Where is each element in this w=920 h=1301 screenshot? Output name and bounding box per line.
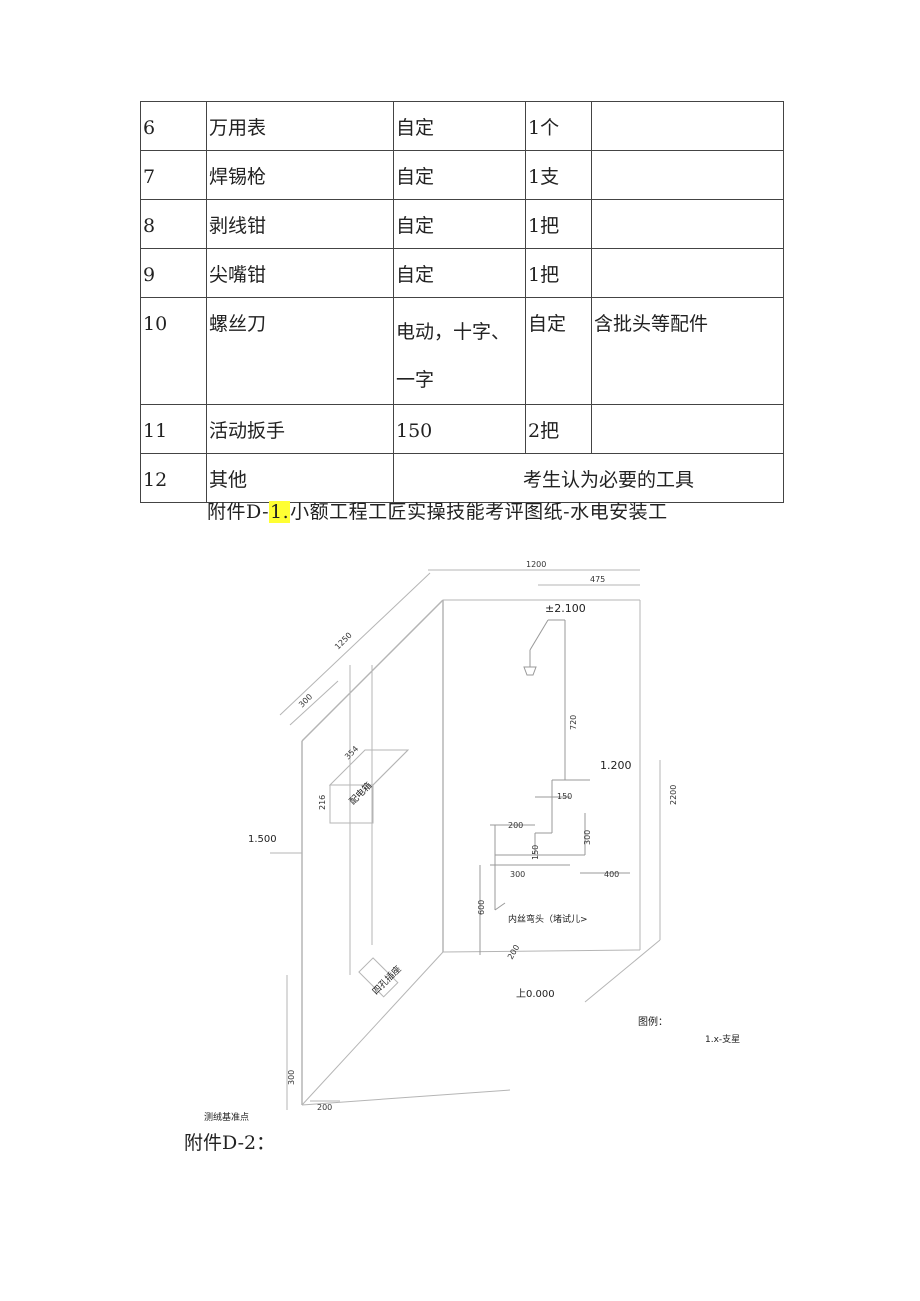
floor-back-line (442, 949, 641, 953)
dim-150-small: 150 (531, 845, 540, 860)
cell-note: 含批头等配件 (591, 297, 784, 405)
floor-front-line (301, 1089, 511, 1106)
cell-name: 螺丝刀 (206, 297, 394, 405)
caption-prefix: 附件D- (207, 501, 270, 523)
elbow-icon (494, 902, 506, 911)
outlet-icon (358, 957, 399, 998)
distribution-box-front (329, 784, 374, 824)
cell-note (591, 101, 784, 151)
cell-note (591, 199, 784, 249)
outlet-label: 四孔插座 (370, 963, 404, 997)
installation-drawing: 1200 475 1250 300 354 216 720 150 300 20… (204, 560, 740, 1123)
dim-1250-line (279, 572, 431, 716)
distribution-box-top (328, 749, 410, 786)
cell-no: 8 (140, 199, 207, 249)
elevation-1500: 1.500 (248, 834, 277, 845)
cell-name: 尖嘴钳 (206, 248, 394, 298)
dim-200-vertical: 200 (506, 943, 521, 961)
cell-qty: 自定 (525, 297, 592, 405)
distribution-box-edge (372, 749, 409, 786)
cell-spec: 自定 (393, 101, 526, 151)
elevation-2100: ±2.100 (545, 602, 586, 615)
elbow-label: 内丝弯头（堵试儿> (508, 913, 588, 925)
dim-300-base: 300 (287, 1070, 296, 1085)
cell-qty: 1支 (525, 150, 592, 200)
cell-name: 万用表 (206, 101, 394, 151)
floor-right-line (584, 939, 661, 1003)
cell-spec: 电动，十字、一字 (393, 297, 526, 405)
cell-no: 7 (140, 150, 207, 200)
caption-title: 小额工程工匠实操技能考评图纸-水电安装工 (290, 501, 668, 523)
dim-2200: 2200 (669, 785, 678, 805)
dim-400: 400 (604, 870, 619, 879)
cell-note (591, 404, 784, 454)
dim-1200: 1200 (526, 560, 546, 569)
cell-qty: 1个 (525, 101, 592, 151)
attachment-d1-caption: 附件D-1.小额工程工匠实操技能考评图纸-水电安装工 (207, 497, 668, 524)
dim-150: 150 (557, 792, 572, 801)
elevation-0: 上0.000 (516, 988, 555, 1000)
dim-216: 216 (318, 795, 327, 810)
dim-200-base: 200 (317, 1103, 332, 1112)
cell-spec: 自定 (393, 248, 526, 298)
cell-name: 焊锡枪 (206, 150, 394, 200)
dim-475: 475 (590, 575, 605, 584)
dim-600: 600 (477, 900, 486, 915)
cell-no: 9 (140, 248, 207, 298)
cell-no: 6 (140, 101, 207, 151)
dim-200: 200 (508, 821, 523, 830)
cell-note (591, 150, 784, 200)
legend-title: 图例： (638, 1015, 668, 1028)
floor-diagonal (301, 951, 444, 1106)
cell-spec: 自定 (393, 150, 526, 200)
caption-highlight: 1. (269, 501, 291, 523)
cell-qty: 1把 (525, 199, 592, 249)
dim-720: 720 (569, 715, 578, 730)
elevation-1200: 1.200 (600, 759, 632, 772)
cell-name: 剥线钳 (206, 199, 394, 249)
cell-note (591, 248, 784, 298)
dim-300-right: 300 (583, 830, 592, 845)
base-point-label: 测绒基准点 (204, 1111, 249, 1123)
attachment-d2-caption: 附件D-2： (184, 1132, 276, 1154)
dim-300-top: 300 (297, 692, 314, 709)
cell-qty: 2把 (525, 404, 592, 454)
cell-merged: 考生认为必要的工具 (393, 453, 784, 503)
distribution-box-label: 配电箱 (347, 780, 375, 808)
dim-354: 354 (343, 744, 360, 761)
shower-arm (529, 619, 549, 651)
cell-qty: 1把 (525, 248, 592, 298)
shower-head-icon (523, 666, 537, 676)
cell-no: 11 (140, 404, 207, 454)
dim-300-line (289, 680, 339, 726)
cell-name: 活动扳手 (206, 404, 394, 454)
cell-name: 其他 (206, 453, 394, 503)
cell-no: 10 (140, 297, 207, 405)
cell-spec: 150 (393, 404, 526, 454)
dim-300-bottom: 300 (510, 870, 525, 879)
cell-spec: 自定 (393, 199, 526, 249)
cell-no: 12 (140, 453, 207, 503)
legend-item: 1.x-支星 (705, 1033, 740, 1045)
